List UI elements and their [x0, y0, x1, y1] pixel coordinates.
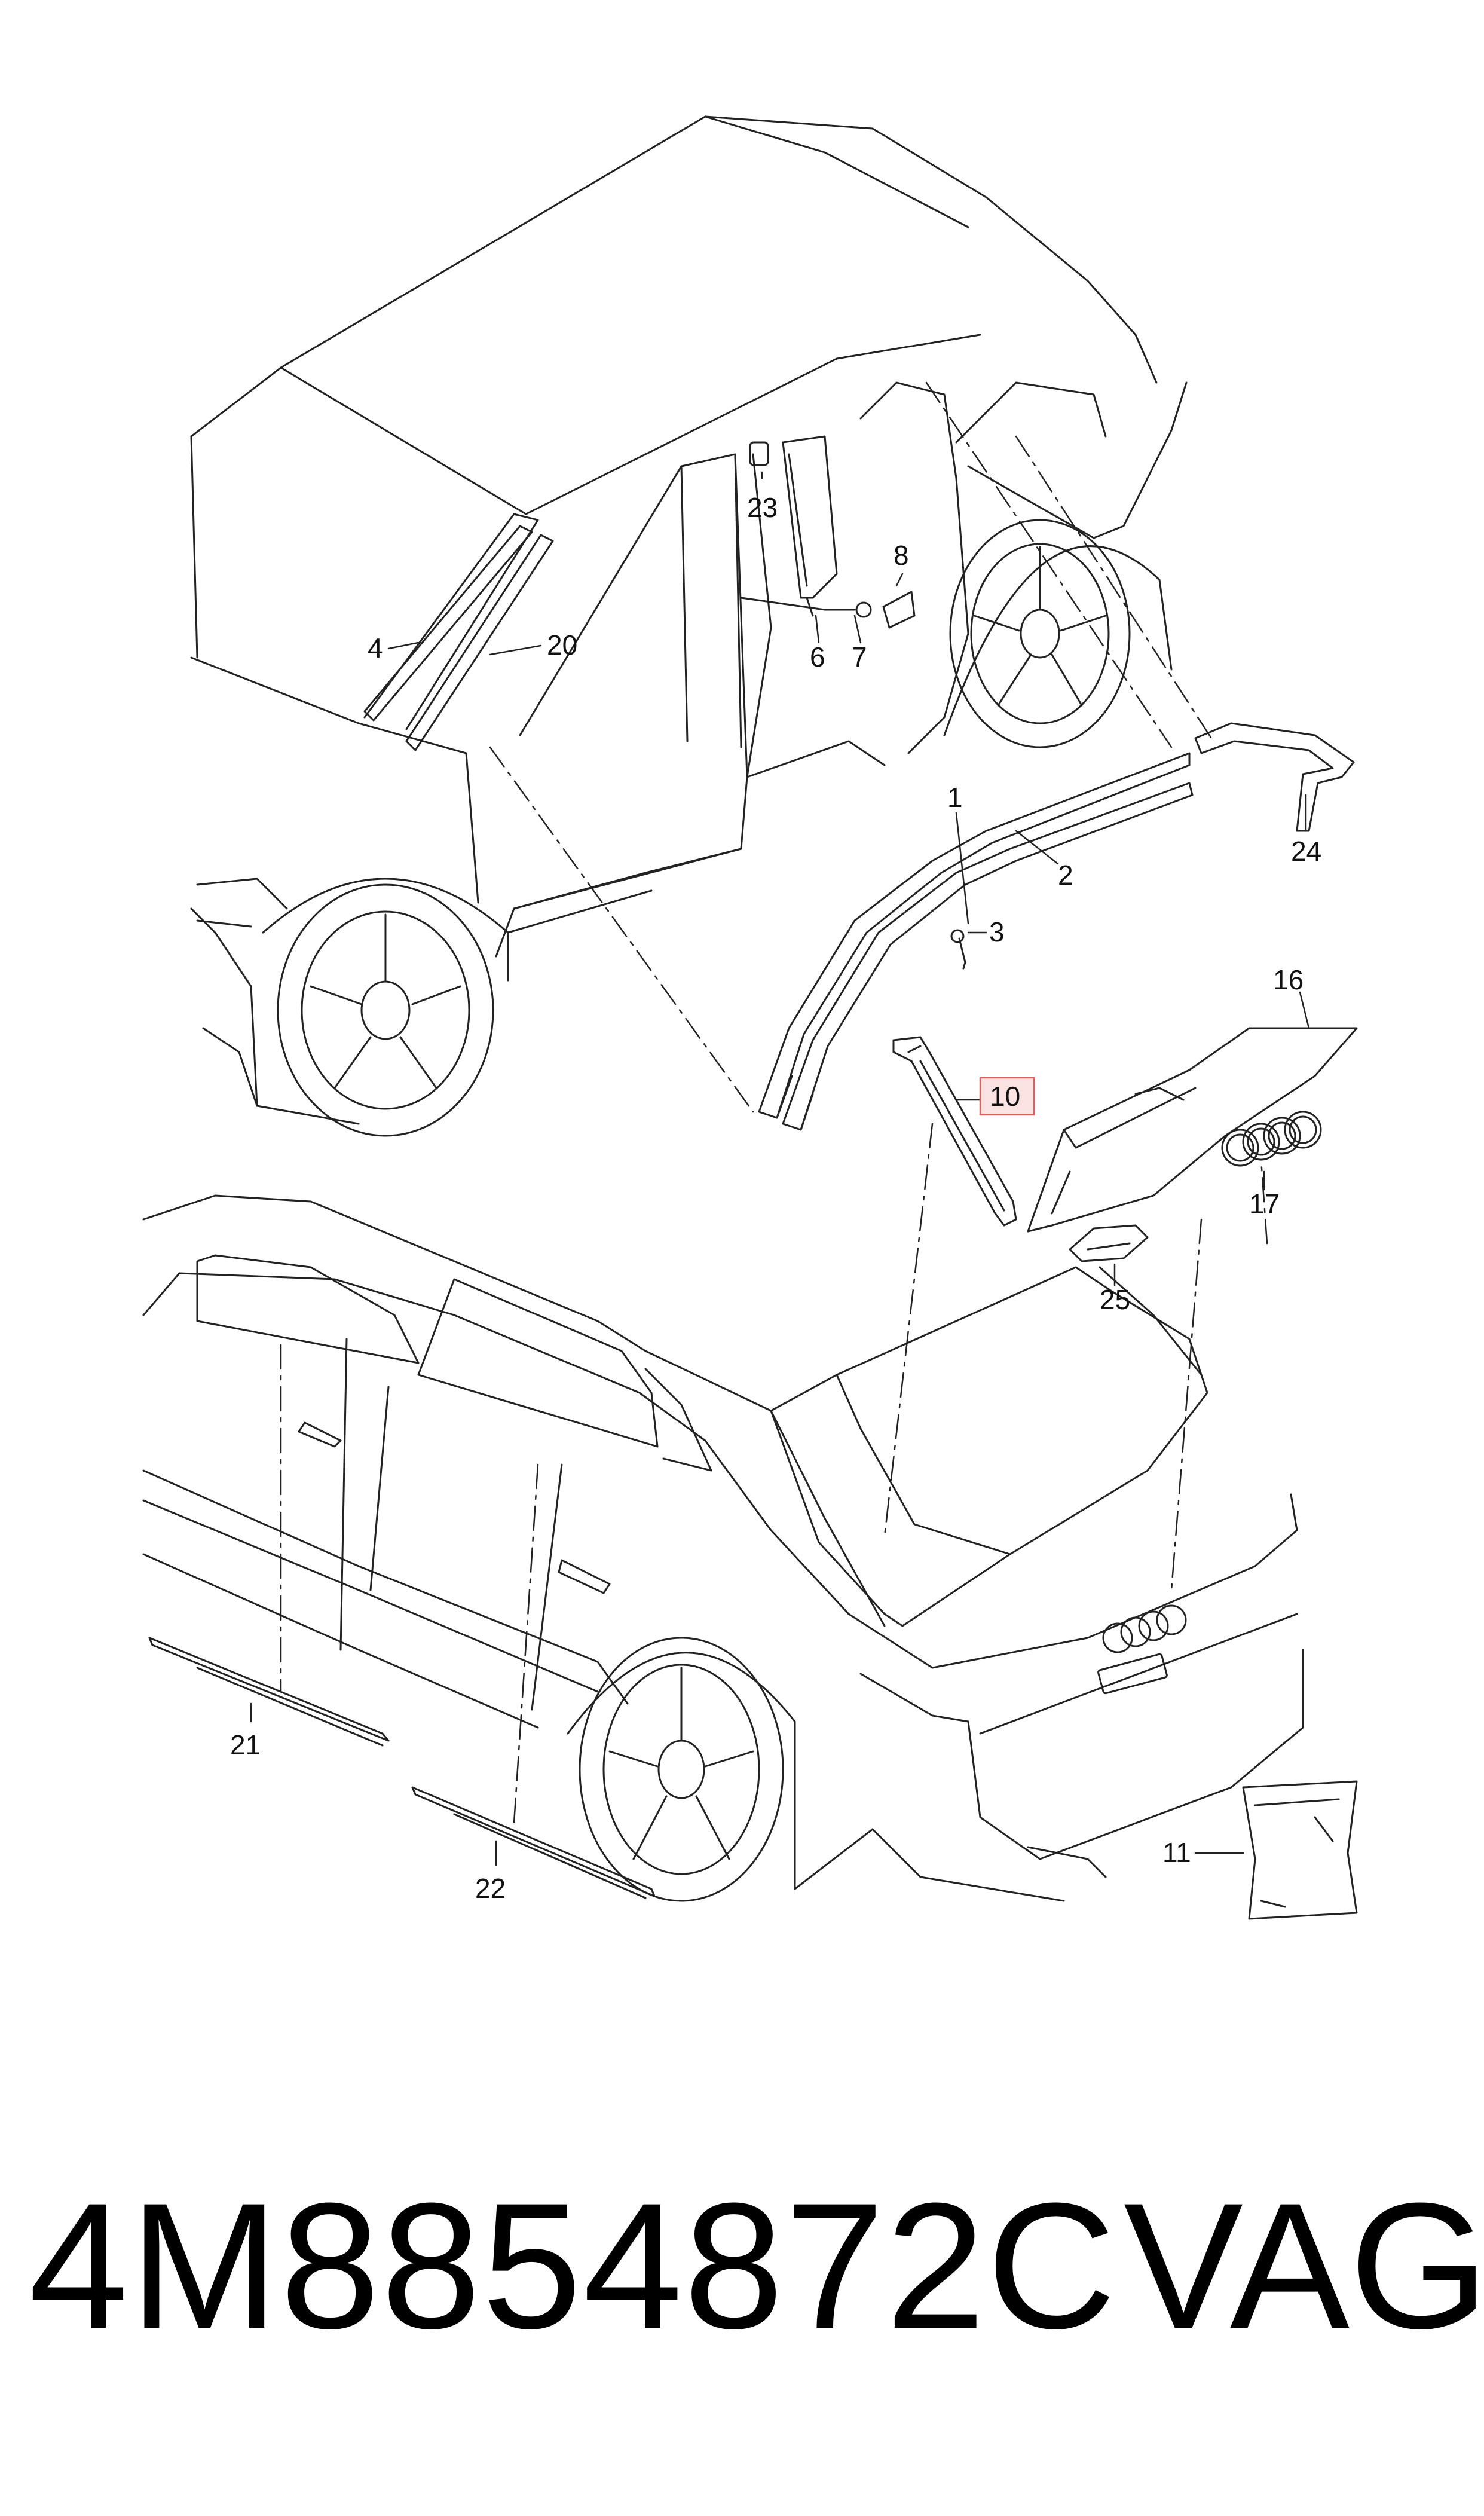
callout-17: 17 [1249, 1188, 1280, 1219]
callout-21: 21 [230, 1729, 261, 1760]
part-number: 4M8854872C [29, 2165, 1118, 2366]
roof-trim-strips [758, 722, 1355, 1131]
callout-11: 11 [1162, 1837, 1191, 1868]
callout-24: 24 [1291, 836, 1321, 867]
callout-8: 8 [894, 540, 909, 571]
callout-23: 23 [747, 492, 778, 523]
bottom-vehicle-outline [142, 1194, 1358, 1920]
callout-labels: 1 2 3 4 20 23 6 7 8 10 16 17 24 25 11 21… [230, 492, 1321, 1904]
callout-4: 4 [368, 632, 383, 664]
callout-2: 2 [1058, 860, 1073, 891]
callout-25: 25 [1100, 1284, 1130, 1315]
callout-1: 1 [947, 782, 963, 813]
brand-label: VAG [1124, 2165, 1484, 2366]
callout-7: 7 [852, 641, 867, 672]
callout-10: 10 [990, 1081, 1020, 1112]
callout-6: 6 [810, 641, 825, 672]
spoiler-assembly [1027, 1027, 1358, 1262]
leader-lines [250, 471, 1310, 1866]
callout-3: 3 [989, 916, 1005, 947]
callout-22: 22 [475, 1873, 506, 1904]
c-pillar-trim-part-10 [892, 1036, 1017, 1227]
highlight-box-10 [979, 1077, 1035, 1116]
connector-lines [280, 381, 1268, 1824]
callout-20: 20 [547, 629, 577, 661]
top-vehicle-outline [190, 115, 1188, 1137]
exploded-parts-diagram: 1 2 3 4 20 23 6 7 8 10 16 17 24 25 11 21… [142, 115, 1358, 1920]
callout-16: 16 [1273, 964, 1304, 995]
